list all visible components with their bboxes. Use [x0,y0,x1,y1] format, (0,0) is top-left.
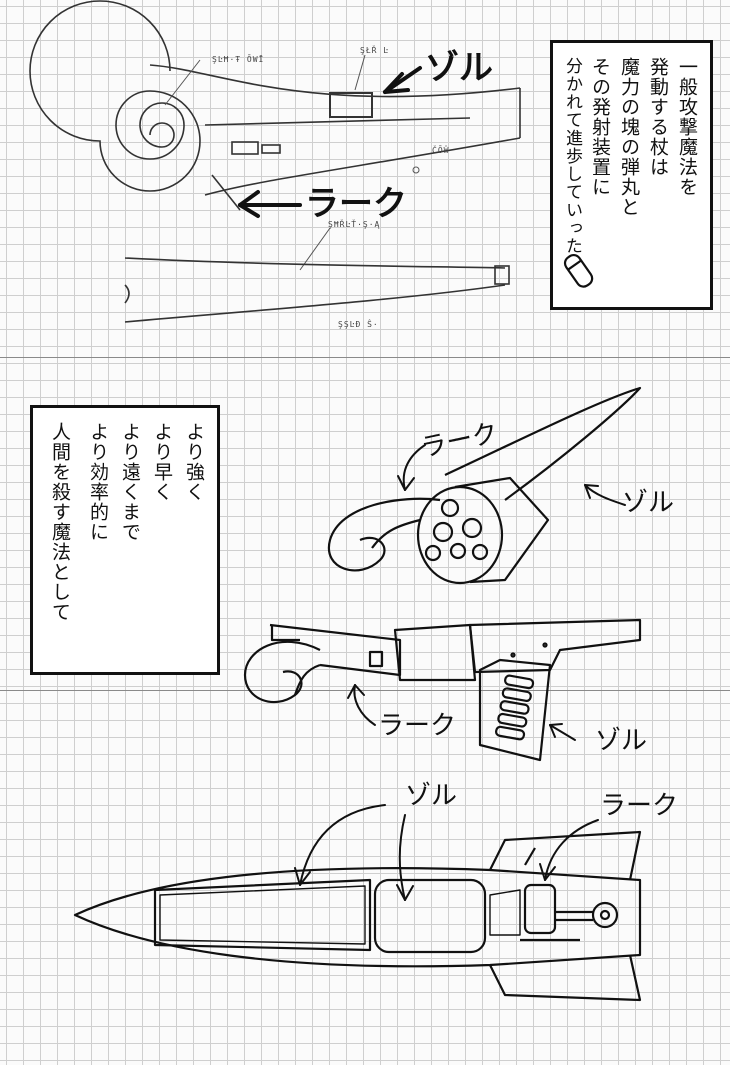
raku-label-4: ラーク [600,791,679,821]
blueprint-tag-3: ČŌŴ [432,146,450,155]
zoru-label-2: ゾル [622,488,675,518]
raku-label-1: ラーク [305,184,407,224]
narration-line: 魔力の塊の弾丸と [618,57,640,217]
zoru-label-4: ゾル [405,781,458,811]
blueprint-tag-5: ŞŞĿĐ Ŝ· [338,320,379,329]
narration-line: 人間を殺す魔法として [49,422,71,622]
blueprint-tag-2: ŞŁŘ Ŀ [360,46,390,55]
narration-box-top: 一般攻撃魔法を 発動する杖は 魔力の塊の弾丸と その発射装置に 分かれて進歩して… [550,40,713,310]
zoru-label-1: ゾル [425,48,493,88]
blueprint-tag-4: ŞĦŘĿŤ·Ş·Ą [328,220,381,229]
arrow-icon [238,66,422,218]
narration-line: より遠くまで [119,422,141,542]
narration-box-middle: より強く より早く より遠くまで より効率的に 人間を殺す魔法として [30,405,220,675]
staff-blueprint-drawing [29,0,521,323]
narration-line: より早く [151,422,173,502]
narration-line: 一般攻撃魔法を [676,57,698,197]
blueprint-tag-1: ŞĿĦ·Ŧ ŌWĪ [212,55,265,64]
narration-line: 発動する杖は [647,57,669,177]
narration-line: その発射装置に [589,57,611,197]
zoru-label-3: ゾル [595,726,648,756]
panel-divider-2 [0,690,730,691]
narration-line: より強く [183,422,205,502]
panel-divider-1 [0,357,730,358]
narration-line: 分かれて進歩していった [562,57,582,255]
narration-line: より効率的に [87,422,109,542]
raku-label-3: ラーク [378,711,457,741]
